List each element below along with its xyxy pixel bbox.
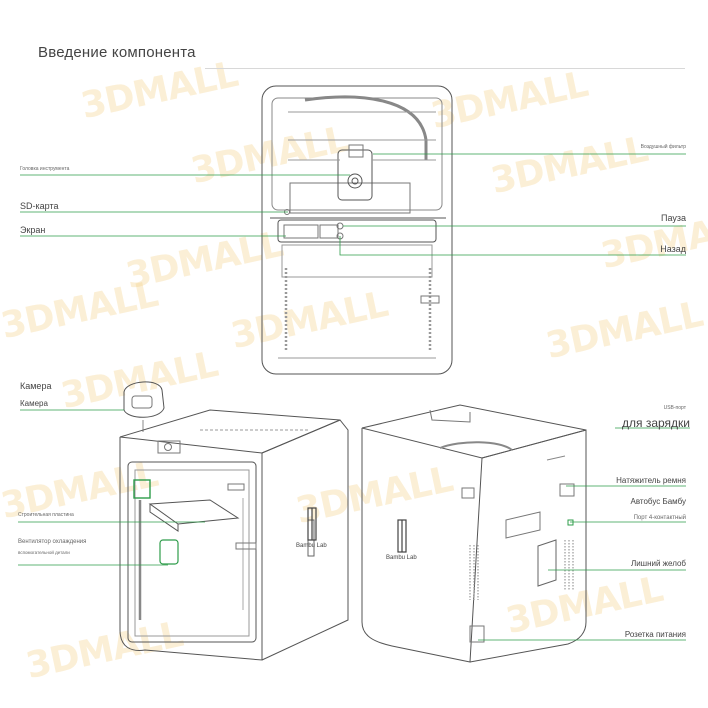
label-build-plate: Строительная пластина [18,512,74,518]
label-power-socket: Розетка питания [624,630,686,639]
camera-illustration [123,381,165,432]
page-title: Введение компонента [38,44,196,61]
brand-logo-front [307,507,317,541]
label-screen: Экран [20,225,46,235]
label-usb-port: USB-порт [663,405,686,411]
label-4pin-port: Порт 4-контактный [633,515,686,521]
label-bambu-bus: Автобус Бамбу [630,497,687,506]
title-divider [205,68,685,69]
label-air-filter: Воздушный фильтр [640,144,686,150]
label-camera-2: Камера [20,399,48,408]
label-belt-tensioner: Натяжитель ремня [616,476,686,485]
label-sd-card: SD-карта [20,201,59,211]
label-pause: Пауза [660,213,686,223]
printer-front-illustration [119,409,349,661]
label-fan-line2: вспомогательной детали [18,550,70,555]
label-tool-head: Головка инструмента [20,166,70,172]
printer-rear-illustration [361,404,587,663]
label-fan-line1: Вентилятор охлаждения [18,539,87,545]
brand-text-rear: Bambu Lab [386,555,417,561]
label-back: Назад [660,244,686,254]
brand-text-front: Bambu Lab [296,543,327,549]
label-camera-1: Камера [20,381,52,391]
leader-lines [18,153,690,641]
label-extra-chute: Лишний желоб [630,559,686,568]
brand-logo-rear [397,519,407,553]
printer-front-open-illustration [261,85,453,375]
label-charging: для зарядки [621,416,690,430]
